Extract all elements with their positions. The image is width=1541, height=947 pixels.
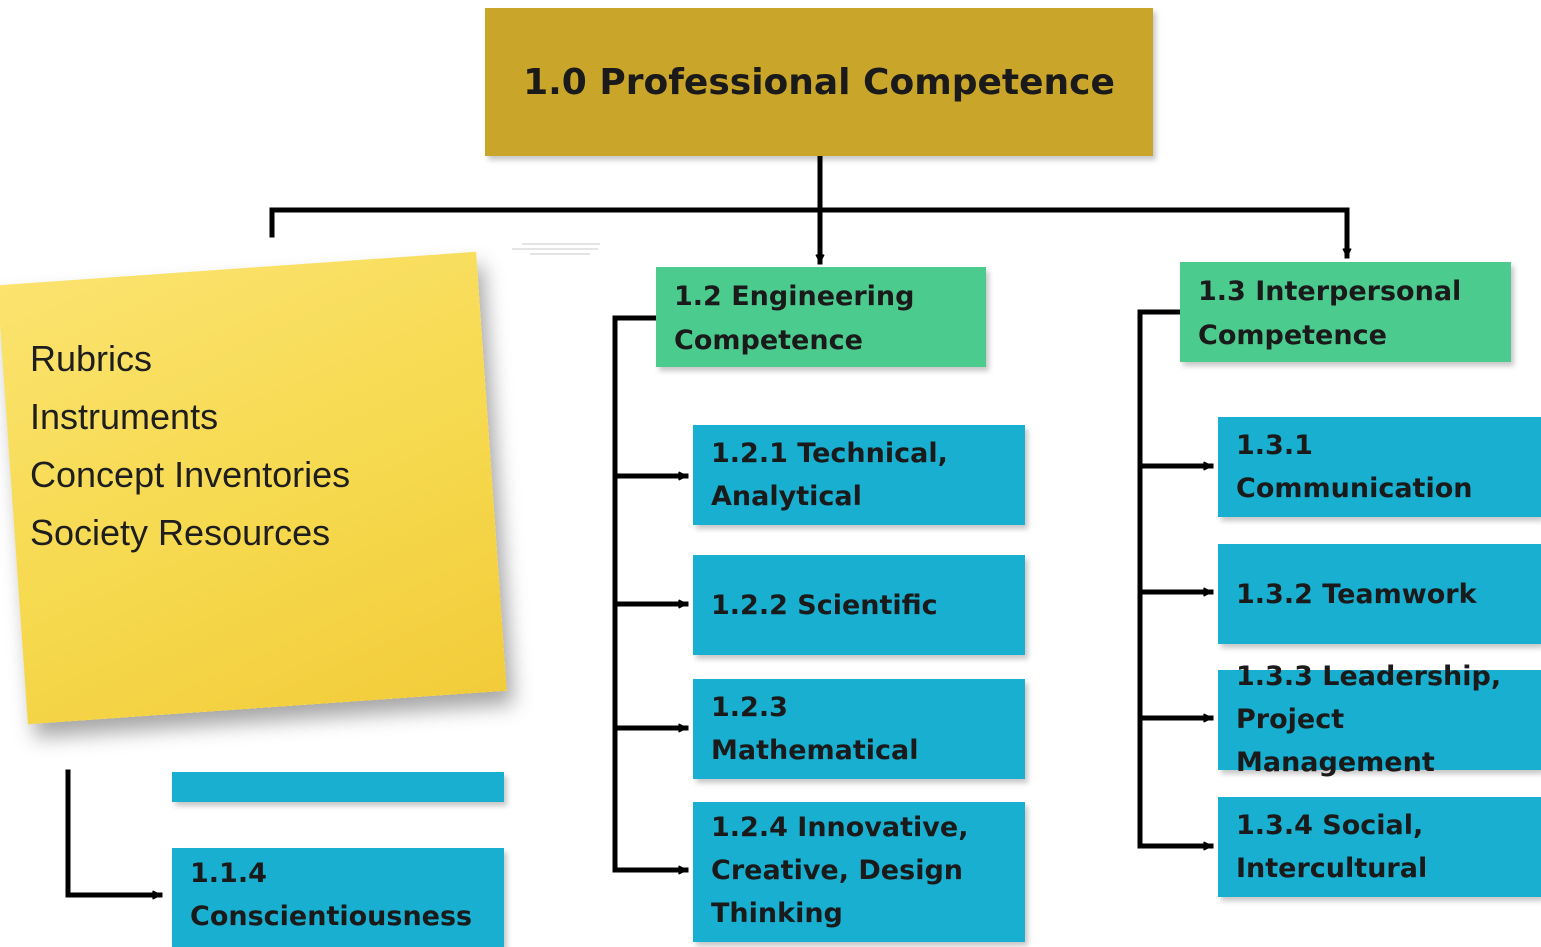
branch-1-2-spine [612,315,659,873]
sticky-line: Instruments [30,396,219,437]
node-label: Thinking [711,898,843,929]
node-label: Conscientiousness [190,901,473,932]
node-1-2-3: 1.2.3 Mathematical [693,679,1025,779]
node-label: Management [1236,746,1435,778]
node-label: 1.3.4 Social, [1236,810,1424,841]
branch-1-1-spine [65,769,163,895]
node-label: 1.3.1 [1236,430,1313,461]
branch-1-3-spine [1137,309,1183,849]
node-1-2: 1.2 Engineering Competence [656,267,986,367]
node-label: Mathematical [711,735,919,766]
node-label: Communication [1236,473,1473,504]
node-label: Intercultural [1236,853,1428,884]
node-label: Competence [674,325,863,356]
node-1-3-2: 1.3.2 Teamwork [1218,544,1541,644]
node-1-2-2: 1.2.2 Scientific [693,555,1025,655]
node-label: Creative, Design [711,855,963,886]
sticky-line: Concept Inventories [30,454,351,495]
sticky-note-text: Rubrics Instruments Concept Inventories … [30,330,350,562]
node-label: 1.2 Engineering [674,281,915,312]
node-label: 1.2.2 Scientific [711,589,938,621]
node-label: 1.2.1 Technical, [711,438,948,469]
sticky-line: Society Resources [30,512,331,553]
node-label: 1.3.2 Teamwork [1236,578,1477,610]
node-label: Project [1236,703,1345,735]
node-1-1-4: 1.1.4 Conscientiousness [172,848,504,947]
node-label: Analytical [711,481,862,512]
node-1-1-empty [172,772,504,802]
root-label: 1.0 Professional Competence [523,61,1115,103]
node-1-2-4: 1.2.4 Innovative, Creative, Design Think… [693,802,1025,942]
node-label: Competence [1198,320,1387,351]
node-label: 1.3 Interpersonal [1198,276,1462,307]
node-label: 1.2.4 Innovative, [711,812,969,843]
sticky-line: Rubrics [30,338,153,379]
node-1-3-3: 1.3.3 Leadership, Project Management [1218,661,1541,778]
node-1-3: 1.3 Interpersonal Competence [1180,262,1511,362]
node-1-3-4: 1.3.4 Social, Intercultural [1218,797,1541,897]
node-1-3-1: 1.3.1 Communication [1218,417,1541,517]
node-label: 1.3.3 Leadership, [1236,660,1502,692]
node-1-2-1: 1.2.1 Technical, Analytical [693,425,1025,525]
node-label: 1.1.4 [190,858,267,889]
root-node: 1.0 Professional Competence [485,8,1153,156]
node-label: 1.2.3 [711,692,788,723]
faint-caption-graphic [512,243,600,255]
